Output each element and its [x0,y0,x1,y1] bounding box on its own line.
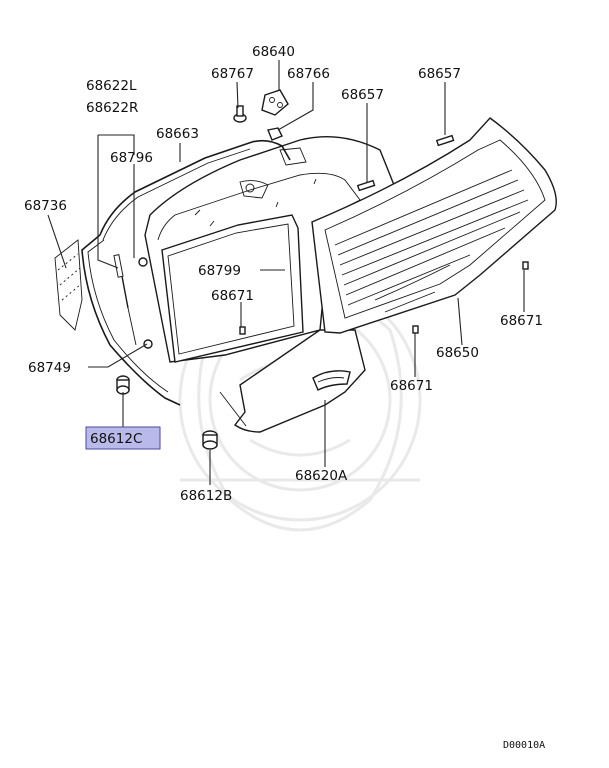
label-68671-center[interactable]: 68671 [211,288,254,304]
weatherstrip-seal [99,139,291,236]
clip-68657-top [435,134,455,147]
bumper-68612C [116,375,130,395]
weatherstrip-seal-inner [102,148,251,241]
side-trim-hatch [57,253,81,301]
label-68796[interactable]: 68796 [110,150,153,166]
highlight-box-68612C [85,426,161,450]
label-68622R[interactable]: 68622R [86,100,138,116]
label-68671-lower[interactable]: 68671 [390,378,433,394]
label-68612B[interactable]: 68612B [180,488,232,504]
spacer-68671-right [522,261,529,270]
hinge-bracket [261,89,289,116]
bumper-68612B [202,430,218,450]
weatherstrip-seal-side-inner [87,239,169,393]
spacer-68671-center [239,326,246,335]
side-trim-panel [54,239,83,331]
label-68620A[interactable]: 68620A [295,468,348,484]
label-68657-top[interactable]: 68657 [418,66,461,82]
weatherstrip-seal-side [81,234,181,406]
bolt-68767 [233,105,247,123]
rear-glass [311,117,557,334]
label-68622L[interactable]: 68622L [86,78,137,94]
label-68799[interactable]: 68799 [198,263,241,279]
label-68640[interactable]: 68640 [252,44,295,60]
clip-68657-left [356,179,376,192]
diagram-code: D00010A [503,740,545,751]
label-68657-left[interactable]: 68657 [341,87,384,103]
label-68767[interactable]: 68767 [211,66,254,82]
label-68671-right[interactable]: 68671 [500,313,543,329]
gas-strut [113,254,153,349]
tailgate-panel [144,136,401,433]
label-68736[interactable]: 68736 [24,198,67,214]
label-68612C[interactable]: 68612C [90,431,142,447]
spacer-68671-lower [412,325,419,334]
label-68663[interactable]: 68663 [156,126,199,142]
leader-lines [47,60,525,485]
label-68766[interactable]: 68766 [287,66,330,82]
nut-68766 [267,127,283,141]
label-68650[interactable]: 68650 [436,345,479,361]
label-68749[interactable]: 68749 [28,360,71,376]
